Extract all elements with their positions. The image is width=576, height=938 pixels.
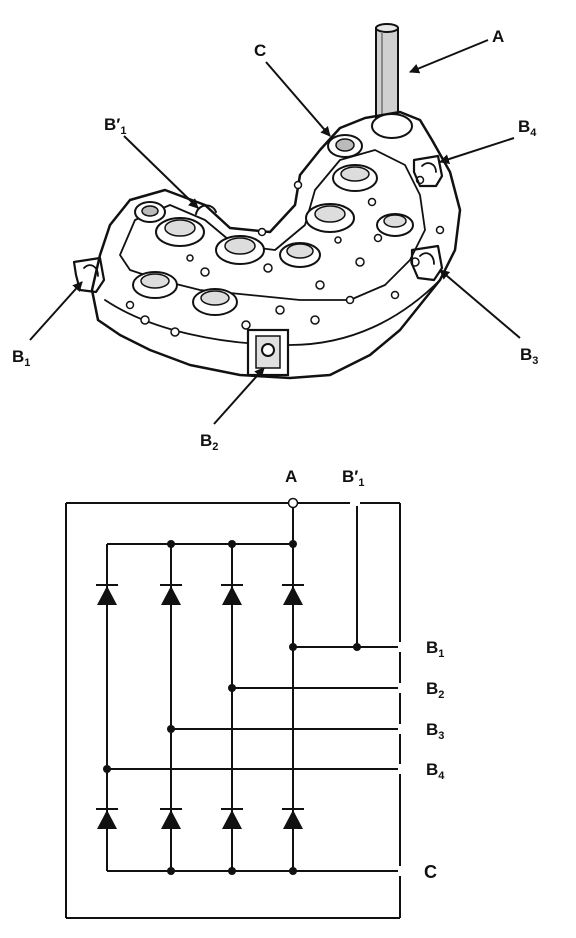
diode-upper-1 — [96, 584, 118, 605]
diode-lower-2 — [160, 808, 182, 829]
terminal-hook-b1 — [72, 256, 106, 294]
arrow-b1 — [29, 281, 83, 341]
diode-upper-4 — [282, 584, 304, 605]
callout-labels: A C B′1 B4 B1 B3 B2 — [12, 27, 538, 453]
arrow-b1prime — [123, 135, 199, 209]
lower-diodes — [96, 808, 304, 829]
arrow-b2 — [213, 367, 265, 425]
arrow-b3 — [439, 269, 521, 339]
label-a: A — [285, 467, 297, 486]
label-b2: B2 — [426, 679, 444, 701]
arrow-c — [265, 61, 331, 137]
callout-c: C — [254, 41, 266, 60]
label-b1prime: B′1 — [342, 467, 364, 489]
callout-arrows — [29, 39, 521, 425]
callout-b2: B2 — [200, 431, 218, 453]
callout-a: A — [492, 27, 504, 46]
terminal-boss-b1prime — [134, 201, 217, 223]
upper-diodes — [96, 584, 304, 605]
diode-domes — [132, 164, 414, 316]
buses — [107, 506, 398, 872]
terminal-hook-b3 — [410, 244, 444, 282]
label-c: C — [424, 862, 437, 882]
junction-dots — [103, 540, 361, 875]
callout-b1: B1 — [12, 347, 30, 369]
terminal-stud-a — [375, 23, 399, 133]
terminal-hook-b4 — [412, 154, 444, 188]
mounting-holes — [125, 175, 445, 337]
terminal-boss-c — [327, 113, 413, 158]
diode-lower-4 — [282, 808, 304, 829]
terminal-tab-b2 — [246, 328, 290, 377]
phase-taps — [107, 646, 398, 770]
callout-b3: B3 — [520, 345, 538, 367]
rectifier-illustration: A C B′1 B4 B1 B3 B2 — [12, 23, 538, 453]
diode-columns — [106, 544, 294, 871]
arrow-a — [409, 39, 489, 74]
callout-b4: B4 — [518, 117, 537, 139]
label-b4: B4 — [426, 760, 445, 782]
label-b1: B1 — [426, 638, 444, 660]
enclosure-outline — [65, 502, 401, 919]
diode-lower-1 — [96, 808, 118, 829]
diode-lower-3 — [221, 808, 243, 829]
terminal-labels: A B′1 B1 B2 B3 B4 C — [285, 467, 445, 882]
label-b3: B3 — [426, 720, 444, 742]
arrow-b4 — [439, 137, 515, 164]
rectifier-schematic: A B′1 B1 B2 B3 B4 C — [65, 467, 445, 919]
terminal-a-node — [287, 497, 299, 509]
diode-upper-3 — [221, 584, 243, 605]
diode-upper-2 — [160, 584, 182, 605]
callout-b1prime: B′1 — [104, 115, 126, 137]
